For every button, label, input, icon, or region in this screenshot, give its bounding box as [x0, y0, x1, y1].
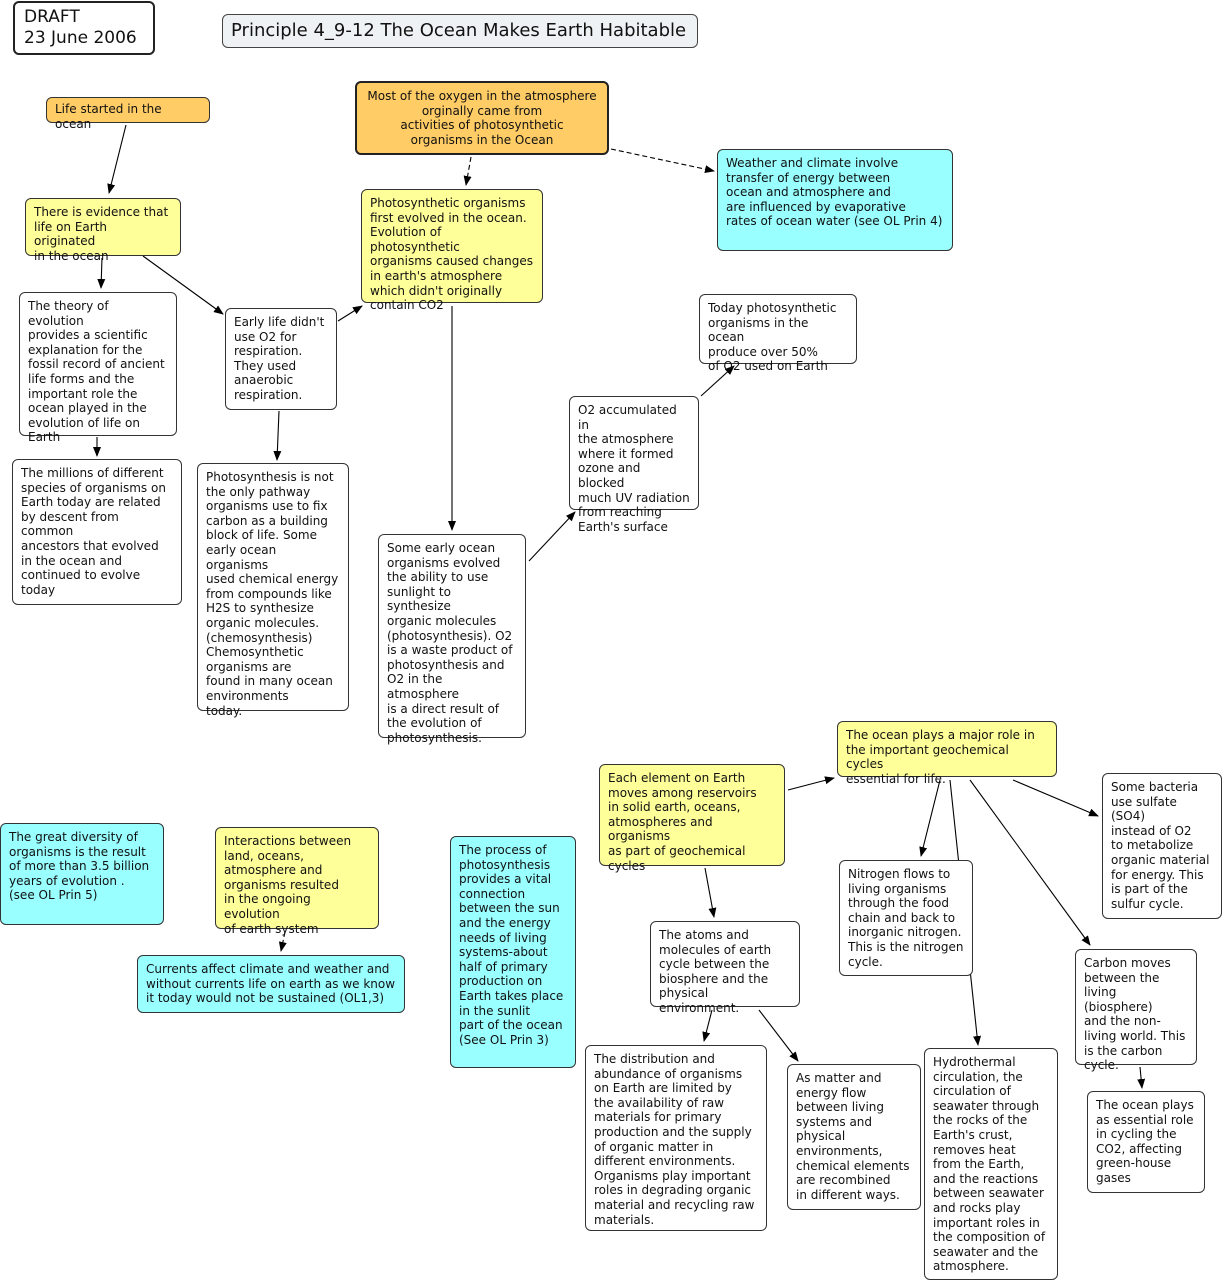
- node-o2-accumulated: O2 accumulated in the atmosphere where i…: [569, 396, 699, 534]
- node-photosynthesis-not-only: Photosynthesis is not the only pathway o…: [197, 463, 349, 718]
- node-millions-species: The millions of different species of org…: [12, 459, 182, 605]
- node-photosynthetic-evolved: Photosynthetic organisms first evolved i…: [361, 189, 543, 312]
- node-atoms-molecules: The atoms and molecules of earth cycle b…: [650, 921, 800, 1015]
- draft-label: DRAFT 23 June 2006: [13, 1, 155, 55]
- node-some-early-ocean: Some early ocean organisms evolved the a…: [378, 534, 526, 745]
- link-oxygen-to-weather: [610, 148, 715, 174]
- link-some-early-to-o2: [528, 511, 576, 562]
- node-ocean-co2: The ocean plays as essential role in cyc…: [1087, 1091, 1205, 1193]
- link-early-life-to-photosynthetic: [337, 305, 363, 322]
- node-hydrothermal: Hydrothermal circulation, the circulatio…: [924, 1048, 1058, 1280]
- link-ocean-role-to-bacteria: [1012, 779, 1099, 817]
- node-carbon-moves: Carbon moves between the living (biosphe…: [1075, 949, 1197, 1072]
- node-early-life: Early life didn't use O2 for respiration…: [225, 308, 337, 410]
- node-matter-energy: As matter and energy flow between living…: [787, 1064, 921, 1210]
- node-evidence-origin: There is evidence that life on Earth ori…: [25, 198, 181, 263]
- node-interactions: Interactions between land, oceans, atmos…: [215, 827, 379, 936]
- node-currents: Currents affect climate and weather and …: [137, 955, 405, 1013]
- node-weather-climate: Weather and climate involve transfer of …: [717, 149, 953, 251]
- node-process-photosynthesis: The process of photosynthesis provides a…: [450, 836, 576, 1068]
- node-life-started: Life started in the ocean: [46, 97, 210, 131]
- node-ocean-major-role: The ocean plays a major role in the impo…: [837, 721, 1057, 786]
- link-oxygen-to-photosynthetic: [463, 156, 472, 186]
- link-ocean-role-to-nitrogen: [919, 779, 941, 857]
- page-title: Principle 4_9-12 The Ocean Makes Earth H…: [222, 14, 698, 48]
- link-each-element-to-ocean-role: [787, 776, 835, 791]
- node-each-element: Each element on Earth moves among reserv…: [599, 764, 785, 873]
- link-carbon-to-co2: [1137, 1066, 1146, 1089]
- node-theory-evolution: The theory of evolution provides a scien…: [19, 292, 177, 444]
- node-oxygen-origin: Most of the oxygen in the atmosphere org…: [355, 81, 609, 155]
- node-today-photosynthetic: Today photosynthetic organisms in the oc…: [699, 294, 857, 373]
- node-great-diversity: The great diversity of organisms is the …: [0, 823, 164, 925]
- link-early-life-to-photosynthesis-not-only: [273, 410, 282, 461]
- link-each-element-to-atoms: [704, 867, 717, 918]
- link-ocean-role-to-carbon: [969, 779, 1091, 946]
- link-life-to-evidence: [107, 124, 127, 194]
- node-distribution: The distribution and abundance of organi…: [585, 1045, 767, 1231]
- node-some-bacteria: Some bacteria use sulfate (SO4) instead …: [1102, 773, 1222, 919]
- node-nitrogen-flows: Nitrogen flows to living organisms throu…: [839, 860, 973, 976]
